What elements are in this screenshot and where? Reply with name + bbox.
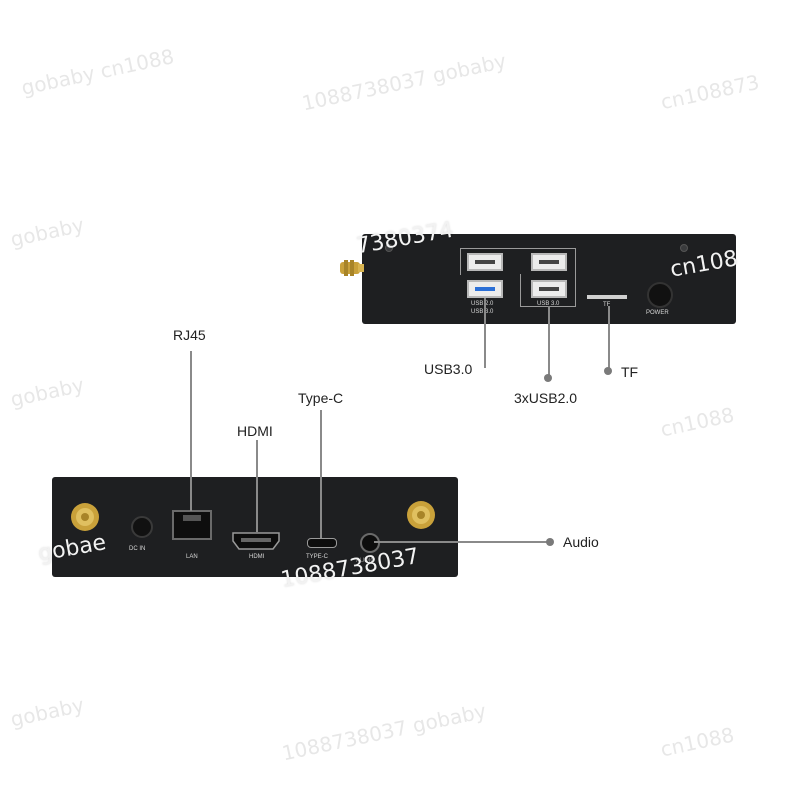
usb30-callout-label: USB3.0 bbox=[424, 361, 473, 377]
tf-callout-line bbox=[608, 306, 610, 370]
tf-card-slot[interactable] bbox=[587, 295, 627, 299]
dc-in-label: DC IN bbox=[129, 546, 146, 552]
power-label: POWER bbox=[646, 310, 669, 316]
usb20-port-label: USB 2.0 bbox=[471, 301, 494, 307]
watermark-text: 1088738037 gobaby bbox=[299, 48, 509, 116]
screw-hole-icon bbox=[680, 244, 688, 252]
hdmi-callout-line bbox=[256, 440, 258, 532]
usb20-callout-dot bbox=[544, 374, 552, 382]
antenna-left-icon bbox=[71, 503, 99, 531]
watermark-text: cn1088 bbox=[658, 722, 737, 762]
rj45-callout-line bbox=[190, 351, 192, 511]
dc-in-port[interactable] bbox=[131, 516, 153, 538]
hdmi-port[interactable] bbox=[231, 531, 281, 551]
typec-port-label: TYPE-C bbox=[306, 554, 329, 560]
usb30-callout-line bbox=[484, 298, 486, 368]
antenna-right-icon bbox=[407, 501, 435, 529]
lan-label: LAN bbox=[186, 554, 198, 560]
watermark-text: cn1088 bbox=[658, 402, 737, 442]
audio-callout-line bbox=[374, 541, 550, 543]
watermark-text: gobaby cn1088 bbox=[19, 44, 177, 100]
usb2-port-top-left[interactable] bbox=[467, 253, 503, 271]
tf-slot-label: TF bbox=[603, 302, 611, 308]
usb20-callout-label: 3xUSB2.0 bbox=[514, 390, 578, 406]
screw-hole-icon bbox=[385, 244, 393, 252]
hdmi-callout-label: HDMI bbox=[237, 423, 273, 439]
power-button[interactable] bbox=[647, 282, 673, 308]
lan-port[interactable] bbox=[172, 510, 212, 540]
usb30-port-label: USB 3.0 bbox=[471, 309, 494, 315]
audio-port-label: AUDIO bbox=[356, 558, 376, 564]
tf-callout-dot bbox=[604, 367, 612, 375]
usb2-port-bottom-right[interactable] bbox=[531, 280, 567, 298]
typec-callout-line bbox=[320, 410, 322, 538]
audio-callout-label: Audio bbox=[563, 534, 599, 550]
usb-group-frame bbox=[460, 248, 576, 275]
antenna-icon bbox=[340, 260, 364, 276]
hdmi-port-label: HDMI bbox=[249, 554, 265, 560]
watermark-text: gobaby bbox=[8, 372, 87, 412]
watermark-text: gobaby bbox=[8, 212, 87, 252]
watermark-text: gobaby bbox=[8, 692, 87, 732]
audio-callout-dot bbox=[546, 538, 554, 546]
usb2-port-top-right[interactable] bbox=[531, 253, 567, 271]
usb3-port-blue[interactable] bbox=[467, 280, 503, 298]
rj45-callout-label: RJ45 bbox=[173, 327, 206, 343]
typec-port[interactable] bbox=[307, 538, 337, 548]
usb30-right-port-label: USB 3.0 bbox=[537, 301, 560, 307]
watermark-text: 1088738037 gobaby bbox=[279, 698, 489, 766]
usb20-callout-line bbox=[548, 306, 550, 378]
typec-callout-label: Type-C bbox=[298, 390, 344, 406]
watermark-text: cn108873 bbox=[658, 69, 762, 115]
audio-jack[interactable] bbox=[360, 533, 380, 553]
rear-device-panel bbox=[52, 477, 458, 577]
tf-callout-label: TF bbox=[621, 364, 639, 380]
